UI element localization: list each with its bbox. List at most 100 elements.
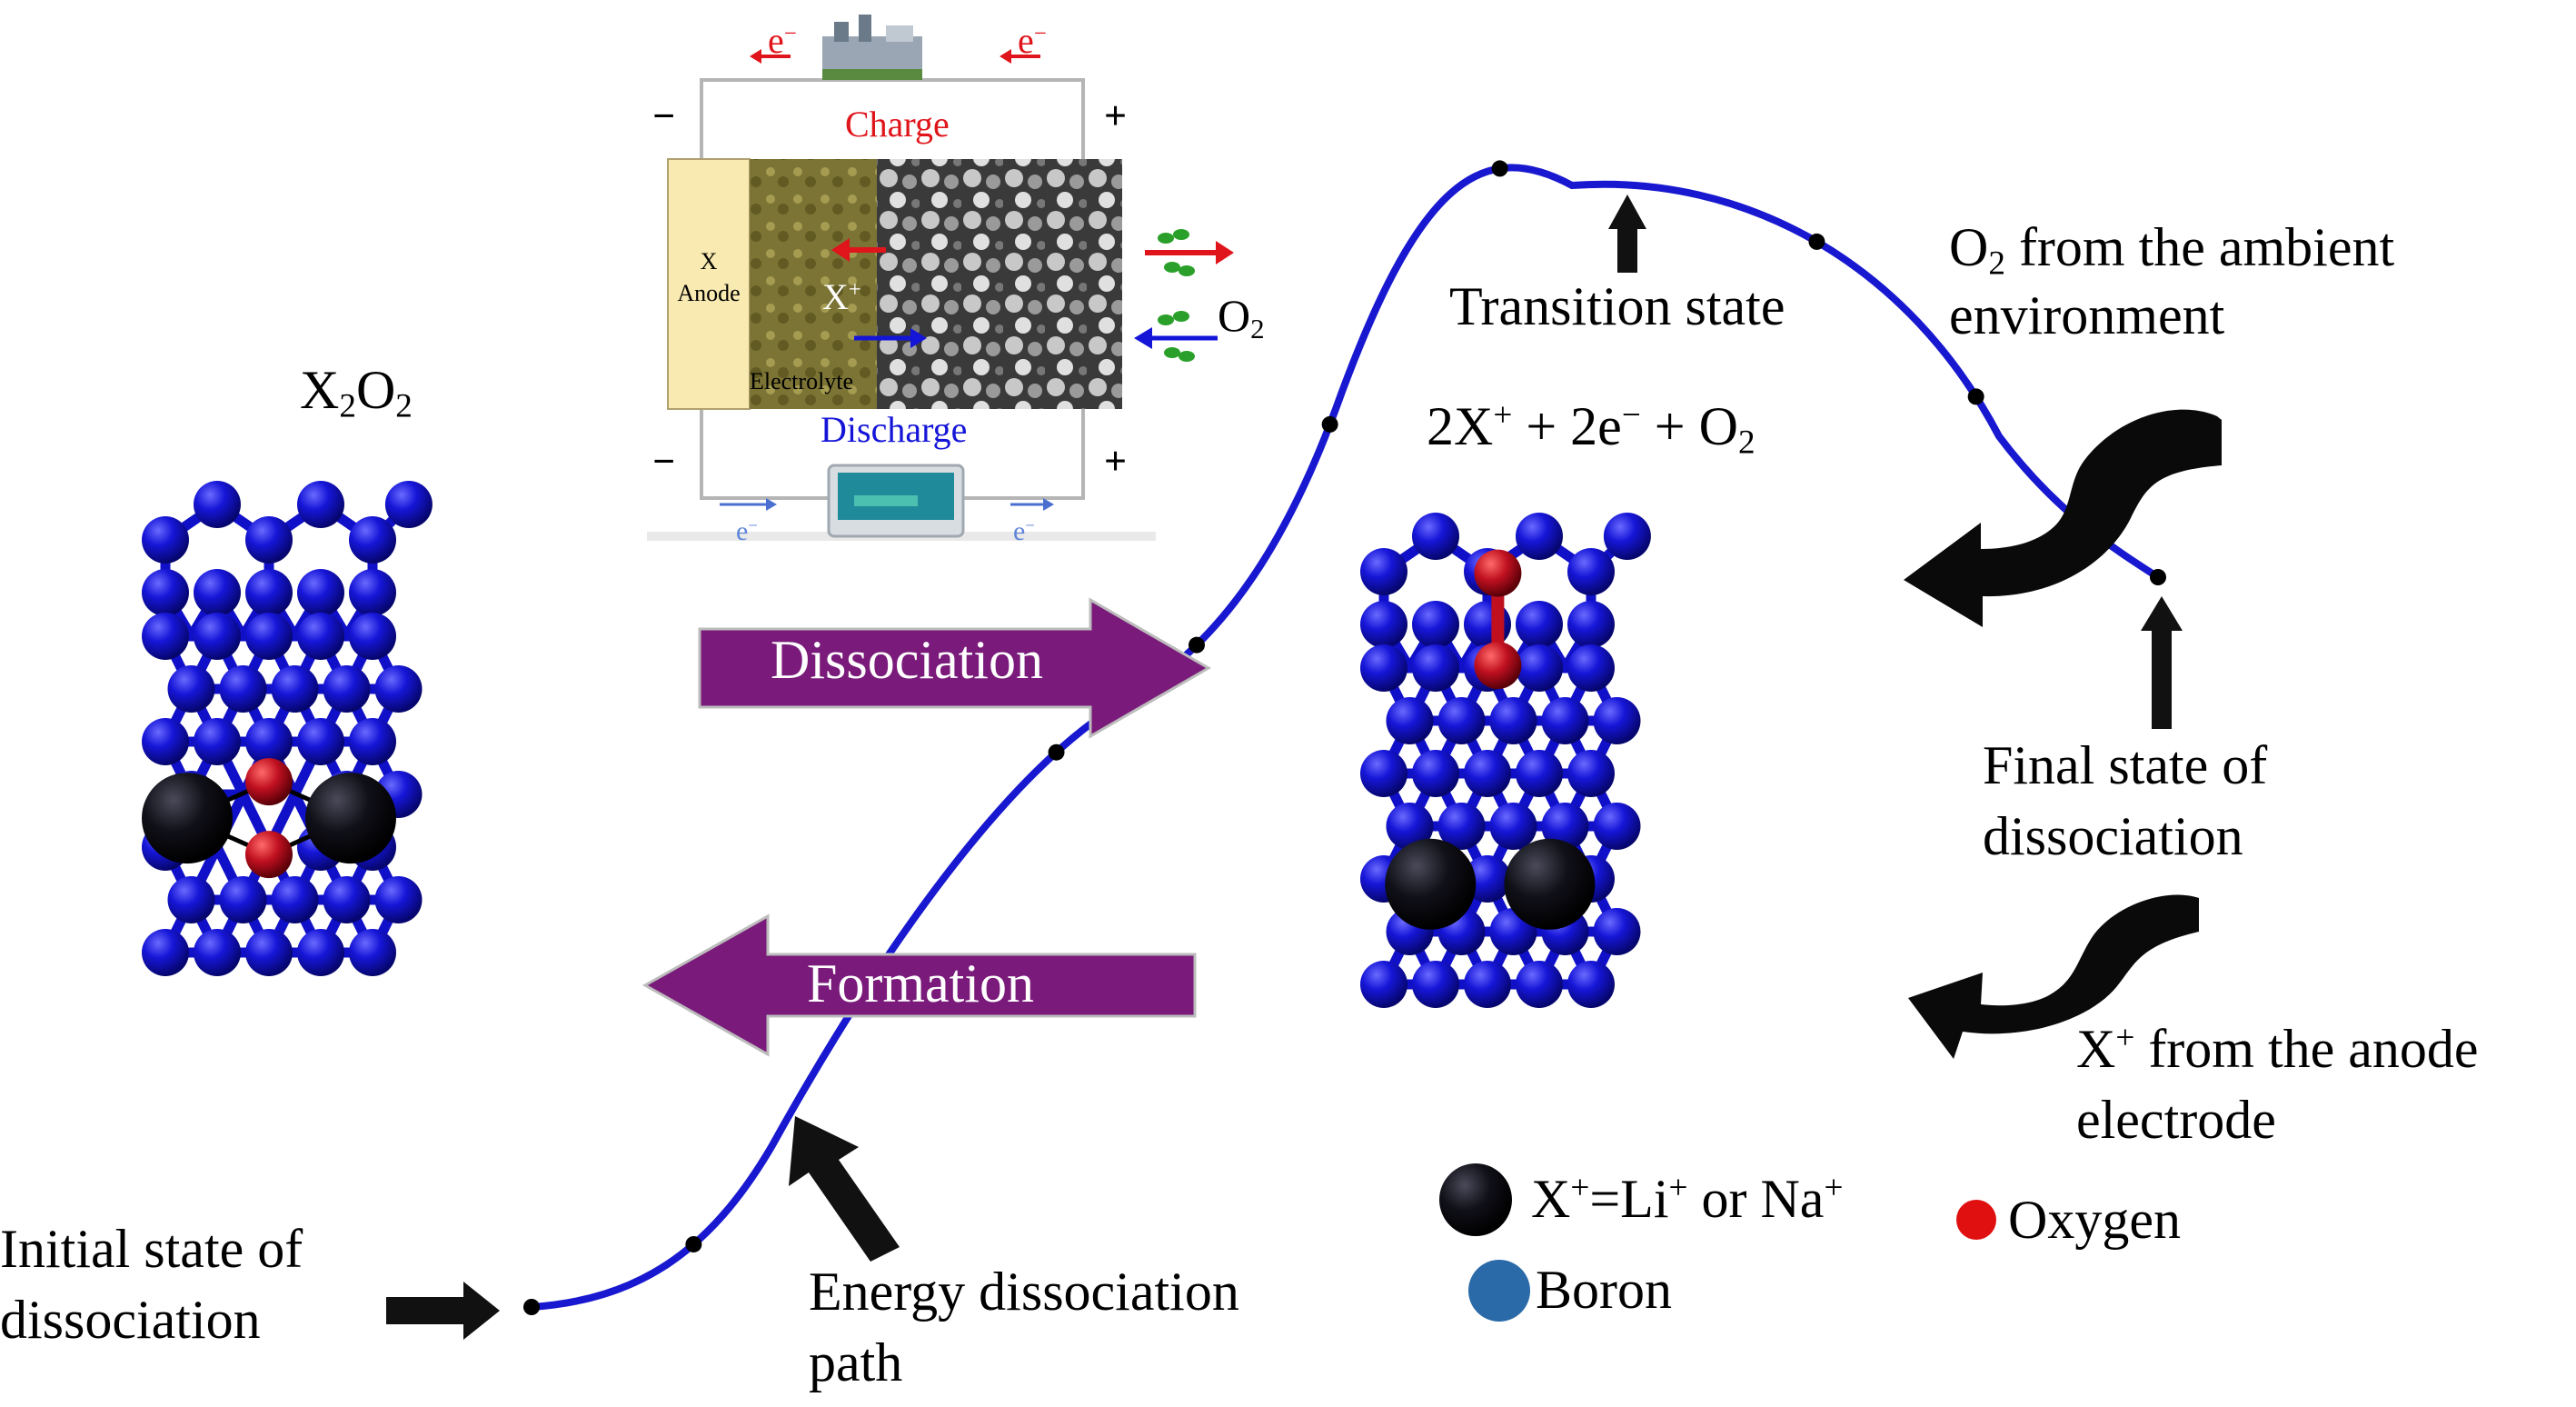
boron-atom <box>1464 961 1511 1008</box>
cathode-block <box>877 159 1122 409</box>
oxygen-atom <box>1474 642 1522 690</box>
boron-atom <box>1516 513 1563 560</box>
battery-discharge-label: Discharge <box>821 409 968 450</box>
oxygen-atom <box>245 758 293 806</box>
electron-top-left-label: e− <box>768 20 797 61</box>
path-state-dot <box>1491 160 1508 177</box>
boron-atom <box>1386 803 1434 850</box>
x-ion-atom <box>142 773 233 864</box>
dissociation-arrow-label: Dissociation <box>771 630 1043 690</box>
initial-state-right-arrow <box>386 1282 500 1340</box>
electron-bottom-left-label: e− <box>736 515 758 546</box>
boron-atom <box>1360 548 1407 595</box>
path-state-dot <box>685 1235 702 1252</box>
boron-atom <box>374 665 423 713</box>
boron-atom <box>297 613 344 660</box>
boron-atom <box>1412 601 1459 648</box>
electrolyte-block <box>750 159 877 409</box>
boron-atom <box>1360 750 1407 797</box>
boron-atom <box>194 481 241 528</box>
boron-atom <box>349 516 396 564</box>
boron-atom <box>1437 697 1486 744</box>
boron-atom <box>1593 908 1641 955</box>
boron-atom <box>1516 961 1563 1008</box>
path-state-dot <box>1321 415 1338 433</box>
x-ion-atom <box>305 773 396 864</box>
boron-atom <box>384 481 433 528</box>
boron-atom <box>1464 855 1511 903</box>
o2-ambient-label: O2 from the ambient environment <box>1949 217 2395 345</box>
boron-atom <box>1567 961 1615 1008</box>
boron-atom <box>1412 750 1459 797</box>
boron-atom <box>167 876 215 923</box>
battery-plus-top: + <box>1104 94 1128 138</box>
legend-boron-dot <box>1468 1260 1530 1322</box>
battery-minus-bottom: − <box>652 439 676 484</box>
boron-atom <box>245 516 293 564</box>
o2-molecules-icon <box>1158 229 1195 362</box>
electrolyte-label: Electrolyte <box>750 368 854 394</box>
boron-atom <box>1412 961 1459 1008</box>
x-ion-atom <box>1504 838 1596 930</box>
boron-atom <box>1541 697 1589 744</box>
legend-oxygen-label: Oxygen <box>2008 1190 2181 1250</box>
boron-atom <box>271 876 319 923</box>
boron-atom <box>323 876 371 923</box>
oxygen-atom <box>1474 549 1522 597</box>
boron-atom <box>245 929 293 976</box>
formation-arrow-label: Formation <box>807 953 1034 1013</box>
battery-o2-label: O2 <box>1218 290 1265 344</box>
legend-boron-label: Boron <box>1536 1260 1672 1320</box>
boron-atom <box>297 569 344 616</box>
boron-atom <box>1593 803 1641 850</box>
boron-atom <box>245 569 293 616</box>
boron-atom <box>1516 601 1563 648</box>
boron-atom <box>142 718 189 765</box>
boron-atom <box>142 613 189 660</box>
boron-atom <box>1412 644 1459 692</box>
boron-atom <box>142 569 189 616</box>
power-plant-icon <box>822 15 922 80</box>
boron-atom <box>1567 750 1615 797</box>
boron-atom <box>323 665 371 713</box>
energy-path-pointer-arrow <box>789 1116 900 1262</box>
boron-atom <box>374 876 423 923</box>
boron-atom <box>1489 803 1537 850</box>
battery-plus-bottom: + <box>1104 439 1128 484</box>
boron-atom <box>1360 961 1407 1008</box>
boron-atom <box>1593 697 1641 744</box>
x-from-anode-label: X+ from the anode electrode <box>2076 1019 2479 1150</box>
path-state-dot <box>1048 743 1065 761</box>
boron-atom <box>1567 644 1615 692</box>
electron-bottom-right-label: e− <box>1013 515 1035 546</box>
boron-atom <box>219 876 267 923</box>
dissociation-arrow <box>698 597 1212 739</box>
boron-atom <box>1386 697 1434 744</box>
battery-charge-label: Charge <box>845 104 950 145</box>
o2-ambient-curved-arrow <box>1904 409 2222 627</box>
path-state-dot <box>1967 388 1984 405</box>
boron-atom <box>219 665 267 713</box>
boron-atom <box>1567 548 1615 595</box>
laptop-icon <box>827 464 965 538</box>
x-anode-curved-arrow <box>1908 894 2199 1059</box>
battery-schematic <box>647 15 1234 541</box>
battery-minus-top: − <box>652 94 676 138</box>
path-state-dot <box>1808 233 1825 250</box>
boron-atom <box>1412 513 1459 560</box>
boron-atoms <box>142 481 433 976</box>
legend-oxygen-dot <box>1956 1200 1996 1240</box>
boron-atom <box>349 569 396 616</box>
path-state-dot <box>523 1299 540 1315</box>
boron-atom <box>142 516 189 564</box>
left-x2o2-lattice <box>142 481 433 976</box>
boron-atom <box>297 481 344 528</box>
transition-state-label: Transition state <box>1449 276 1785 336</box>
boron-atom <box>1567 601 1615 648</box>
boron-atom <box>1489 697 1537 744</box>
dissociated-formula: 2X+ + 2e− + O2 <box>1427 396 1755 462</box>
boron-atom <box>194 718 241 765</box>
boron-atom <box>349 929 396 976</box>
